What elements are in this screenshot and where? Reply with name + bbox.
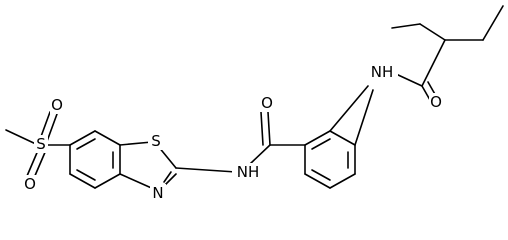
bond-ring-nh-right [329,85,369,132]
atom-bg-sulfonyl-s [34,135,48,153]
molecule-structure: O S O O S NH N NH O [5,5,504,202]
atom-bg-amide-o-center [260,94,274,112]
atom-label-layer: O S O O S NH N NH O [23,63,443,202]
atom-o-bottom: O [24,175,36,193]
bond-cb-inner3 [311,169,331,181]
bond-co-center-1 [267,111,271,146]
bond-bz2 [94,130,121,146]
bond-ring-nh-right-2 [354,89,374,146]
bond-ch-ethyl-left-1 [419,23,446,41]
atom-bg-amide-nh-right [366,63,398,81]
bond-ch-ethyl-right-2 [482,5,504,41]
bond-cb-inner1 [311,138,331,150]
bond-co-center-2 [260,111,264,146]
atom-bg-o-top [50,96,64,114]
atom-bg-amide-o-right [429,93,443,111]
atom-amide-nh-right: NH [371,63,394,81]
bond-bz1 [69,130,96,146]
atom-bg-amide-nh-center [232,163,264,181]
atom-bg-thiazole-s [148,132,164,150]
bond-methyl-s [5,129,39,146]
atom-thiazole-s: S [151,132,161,150]
atom-amide-o-center: O [261,94,273,112]
atom-o-top: O [51,96,63,114]
bond-cb4 [329,173,356,189]
bond-s-o-bottom-2 [33,149,47,179]
bond-nh-co [249,144,271,165]
bond-bz-inner3 [76,169,96,181]
bond-bz5 [69,173,96,189]
bond-co-ch [421,39,446,87]
bond-tz1 [119,141,153,146]
bond-cb2 [329,130,356,146]
bond-cb5 [304,173,331,189]
bond-co-right-1 [421,85,431,101]
bond-nh-right-co [395,73,423,87]
atom-thiazole-n: N [152,184,163,202]
atom-bg-thiazole-n [150,184,166,202]
atom-bg-o-bottom [23,175,37,193]
bond-c2-nh [175,167,237,173]
atom-sulfonyl-s: S [36,135,46,153]
bond-bz4 [94,173,121,189]
bond-ch-ethyl-left-2 [391,23,421,29]
bond-cb1 [304,130,331,146]
atom-amide-nh-center: NH [237,163,260,181]
bond-bz-inner1 [76,138,96,150]
atom-amide-o-right: O [430,93,442,111]
bond-tz4-inner [163,171,172,183]
